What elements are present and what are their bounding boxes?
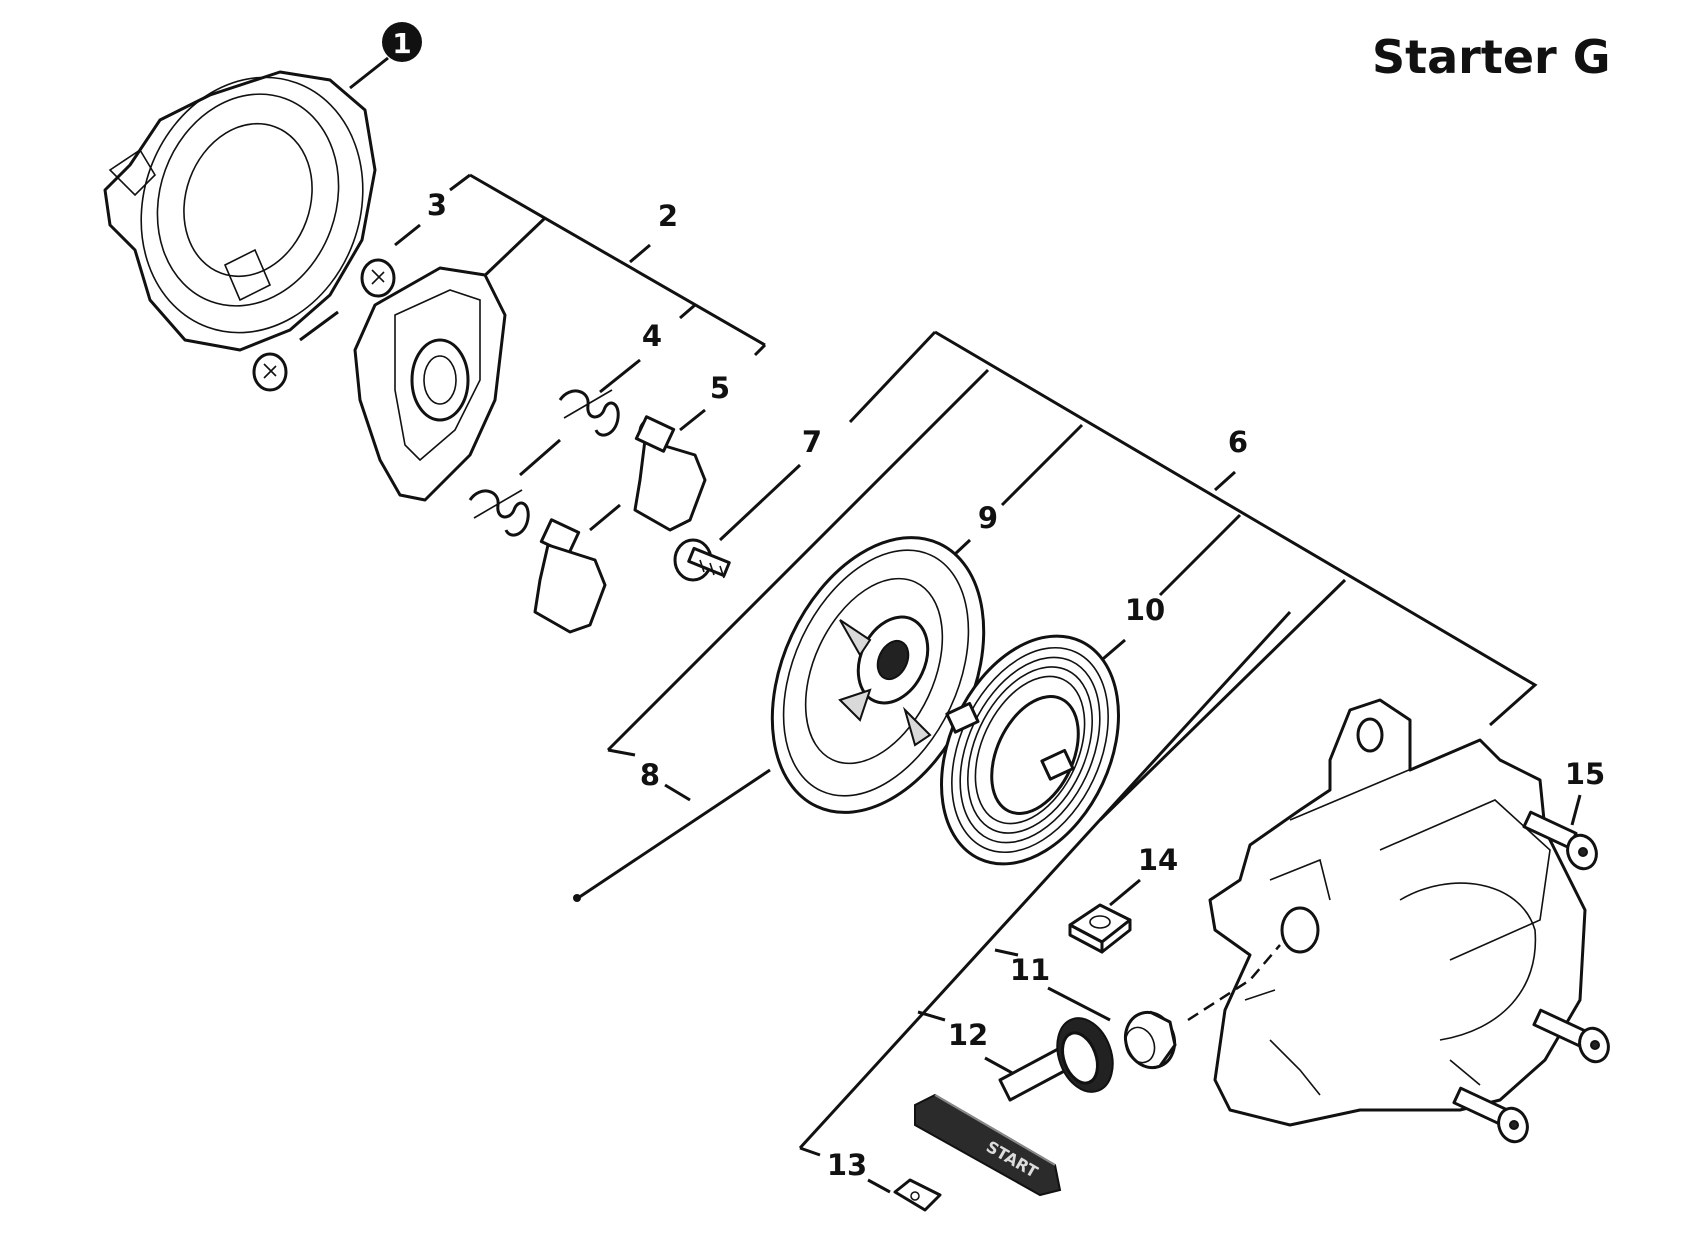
part-13-rope-retainer[interactable]: [893, 1178, 942, 1212]
part-1-starter-cover[interactable]: [103, 46, 398, 364]
callout-12[interactable]: 12: [948, 1018, 988, 1052]
callout-14[interactable]: 14: [1138, 843, 1178, 877]
part-11-rope-guide-bushing[interactable]: [1118, 1005, 1182, 1074]
part-5-pawl-upper[interactable]: [633, 415, 707, 532]
part-15-screw-3[interactable]: [1452, 1086, 1532, 1146]
part-15-screw-2[interactable]: [1532, 1008, 1613, 1066]
callout-7[interactable]: 7: [802, 425, 822, 459]
svg-text:1: 1: [392, 27, 411, 60]
part-14-square-nut[interactable]: [1068, 903, 1132, 954]
part-15-screw-1[interactable]: [1522, 810, 1601, 873]
part-7-screw[interactable]: [673, 538, 731, 582]
part-4-spring-upper[interactable]: [558, 389, 620, 437]
callout-3[interactable]: 3: [427, 188, 447, 222]
part-4-spring-lower[interactable]: [468, 489, 530, 537]
callout-11[interactable]: 11: [1010, 953, 1050, 987]
callout-6[interactable]: 6: [1228, 425, 1248, 459]
part-12-starter-grip[interactable]: START: [914, 1010, 1122, 1197]
part-2-rope-rotor-carrier[interactable]: [353, 266, 507, 502]
part-5-pawl-lower[interactable]: [533, 518, 607, 634]
part-3-clip-upper[interactable]: [360, 258, 396, 298]
callout-5[interactable]: 5: [710, 371, 730, 405]
callout-2[interactable]: 2: [658, 199, 678, 233]
part-6-fan-housing[interactable]: [1208, 698, 1587, 1127]
callout-13[interactable]: 13: [827, 1148, 867, 1182]
part-3-clip-lower[interactable]: [252, 352, 288, 392]
part-10-rewind-spring[interactable]: [907, 607, 1153, 892]
part-9-rope-rotor[interactable]: [573, 503, 1025, 902]
diagram-title: Starter G: [1372, 30, 1611, 84]
callout-10[interactable]: 10: [1125, 593, 1165, 627]
callout-15[interactable]: 15: [1565, 757, 1605, 791]
callout-1[interactable]: 1: [382, 22, 422, 62]
callout-8[interactable]: 8: [640, 758, 660, 792]
callout-9[interactable]: 9: [978, 501, 998, 535]
callout-4[interactable]: 4: [642, 319, 662, 353]
